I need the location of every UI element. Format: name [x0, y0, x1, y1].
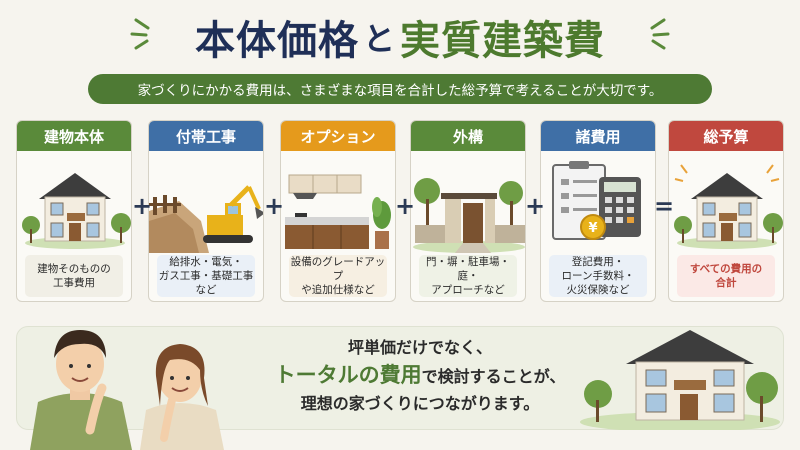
- house-icon: [674, 164, 783, 249]
- card-description: 給排水・電気・ ガス工事・基礎工事 など: [157, 255, 255, 297]
- card-description: 登記費用・ ローン手数料・ 火災保険など: [549, 255, 647, 297]
- svg-text:¥: ¥: [588, 221, 597, 236]
- plus-operator: +: [395, 192, 416, 220]
- house-icon: [22, 173, 131, 249]
- card-head: 諸費用: [541, 121, 655, 151]
- card-description: 門・塀・駐車場・庭・ アプローチなど: [419, 255, 517, 297]
- subtitle-banner: 家づくりにかかる費用は、さまざまな項目を合計した総予算で考えることが大切です。: [88, 74, 712, 104]
- equals-operator: =: [654, 192, 675, 220]
- card-total-budget: 総予算 すべての費用の 合計: [668, 120, 784, 302]
- excavator-icon: [149, 185, 263, 253]
- card-options: オプション 設備のグレードアップ や追加仕様など: [280, 120, 396, 302]
- title-part1: 本体価格: [194, 18, 359, 64]
- card-head: 総予算: [669, 121, 783, 151]
- title-part3: 実質建築費: [400, 18, 605, 64]
- page-title: 本体価格 と 実質建築費: [0, 6, 800, 68]
- couple-illustration: [30, 330, 224, 450]
- card-ancillary-work: 付帯工事 給排水・電気・ ガス工事・基礎工事 など: [148, 120, 264, 302]
- card-head: 外構: [411, 121, 525, 151]
- plus-operator: +: [264, 192, 285, 220]
- sparkle-left-icon: [130, 18, 150, 50]
- card-description: 建物そのものの 工事費用: [25, 255, 123, 297]
- card-description: 設備のグレードアップ や追加仕様など: [289, 255, 387, 297]
- summary-message: 坪単価だけでなく、 トータルの費用で検討することが、 理想の家づくりにつながりま…: [270, 336, 570, 416]
- card-exterior: 外構 門・塀・駐車場・庭・ アプローチなど: [410, 120, 526, 302]
- plus-operator: +: [525, 192, 546, 220]
- house-icon: [580, 330, 780, 430]
- card-description: すべての費用の 合計: [677, 255, 775, 297]
- message-line1: 坪単価だけでなく、: [347, 338, 492, 357]
- title-part2: と: [362, 20, 396, 58]
- card-misc-costs: 諸費用 ¥ 登記費用・ ローン手数料・ 火災保険など: [540, 120, 656, 302]
- gate-icon: [413, 178, 525, 253]
- plus-operator: +: [132, 192, 153, 220]
- message-line2: で検討することが、: [421, 367, 566, 386]
- kitchen-icon: [285, 174, 391, 249]
- card-head: 建物本体: [17, 121, 131, 151]
- card-head: 付帯工事: [149, 121, 263, 151]
- card-building: 建物本体 建物そのものの 工事費用: [16, 120, 132, 302]
- message-line3: 理想の家づくりにつながります。: [300, 394, 540, 413]
- card-head: オプション: [281, 121, 395, 151]
- sparkle-right-icon: [650, 18, 670, 50]
- clipboard-calculator-icon: ¥: [552, 161, 641, 240]
- message-highlight: トータルの費用: [274, 363, 422, 387]
